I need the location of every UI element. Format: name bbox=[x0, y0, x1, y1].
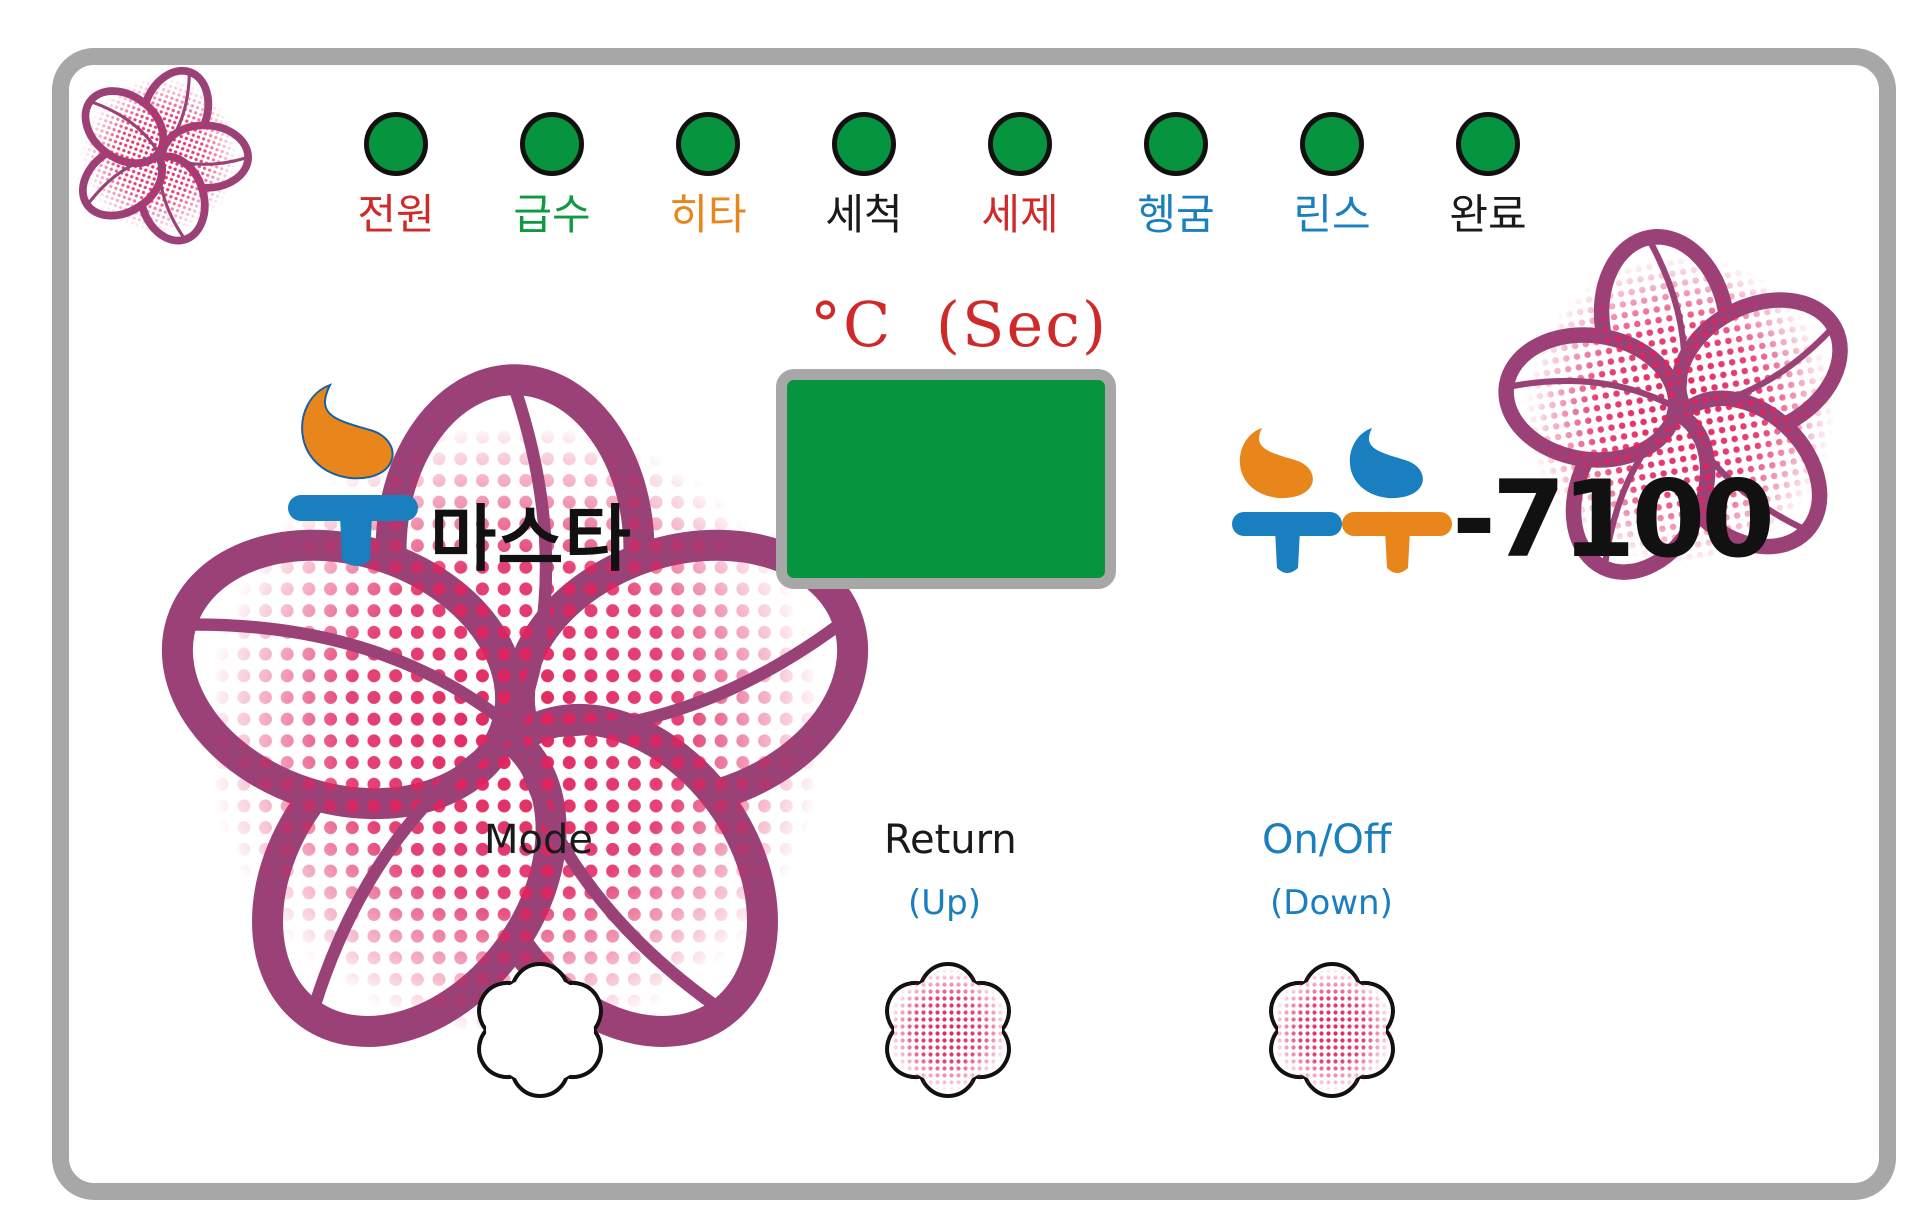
indicator-water-supply: 급수 bbox=[492, 112, 612, 236]
mode-button[interactable] bbox=[460, 950, 620, 1110]
display-unit-label: °C (Sec) bbox=[810, 288, 1109, 361]
indicator-detergent: 세제 bbox=[960, 112, 1080, 236]
onoff-button-blossom bbox=[1258, 962, 1406, 1098]
return-button-sublabel: (Up) bbox=[908, 883, 981, 923]
model-number: -7100 bbox=[1452, 458, 1775, 581]
brand-logo-icon bbox=[288, 383, 418, 566]
model-logo-icon bbox=[1232, 428, 1452, 573]
indicator-label: 세척 bbox=[825, 190, 903, 239]
water-supply-led bbox=[520, 112, 584, 176]
indicator-label: 전원 bbox=[357, 190, 435, 239]
onoff-down-button[interactable] bbox=[1252, 950, 1412, 1110]
indicator-label: 급수 bbox=[513, 190, 591, 239]
rinse-led bbox=[1144, 112, 1208, 176]
return-button-blossom bbox=[874, 962, 1022, 1098]
brand-name: 마스타 bbox=[430, 497, 632, 581]
return-up-button[interactable] bbox=[868, 950, 1028, 1110]
wash-led bbox=[832, 112, 896, 176]
complete-led bbox=[1456, 112, 1520, 176]
indicator-power: 전원 bbox=[336, 112, 456, 236]
indicator-complete: 완료 bbox=[1428, 112, 1548, 236]
indicator-label: 완료 bbox=[1449, 190, 1527, 239]
onoff-button-sublabel: (Down) bbox=[1270, 883, 1393, 923]
digital-display bbox=[776, 369, 1116, 589]
heater-led bbox=[676, 112, 740, 176]
indicator-wash: 세척 bbox=[804, 112, 924, 236]
mode-button-label: Mode bbox=[484, 817, 593, 863]
indicator-label: 헹굼 bbox=[1137, 190, 1215, 239]
power-led bbox=[364, 112, 428, 176]
indicator-label: 히타 bbox=[669, 190, 747, 239]
small-flower-decoration bbox=[42, 40, 278, 271]
detergent-led bbox=[988, 112, 1052, 176]
indicator-label: 세제 bbox=[981, 190, 1059, 239]
rinse-aid-led bbox=[1300, 112, 1364, 176]
indicator-label: 린스 bbox=[1293, 190, 1371, 239]
return-button-label: Return bbox=[884, 817, 1017, 863]
indicator-rinse: 헹굼 bbox=[1116, 112, 1236, 236]
indicator-rinse-aid: 린스 bbox=[1272, 112, 1392, 236]
indicator-heater: 히타 bbox=[648, 112, 768, 236]
onoff-button-label: On/Off bbox=[1262, 817, 1392, 863]
